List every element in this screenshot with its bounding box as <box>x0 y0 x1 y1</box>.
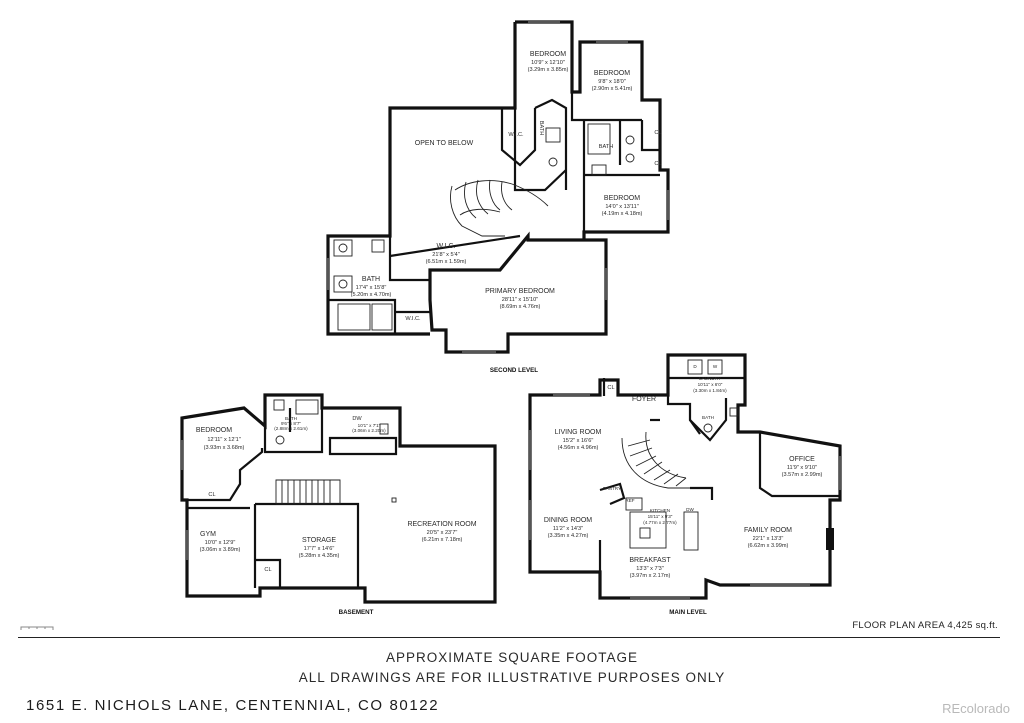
footer-divider <box>18 637 1000 638</box>
living-room-ft: 15'2" x 16'6" <box>563 438 594 444</box>
primary-wic-name: W.I.C. <box>436 243 455 250</box>
primary-bath-ft: 17'4" x 15'8" <box>356 285 387 291</box>
main-level-plan <box>528 353 842 600</box>
primary-bedroom-m: (8.69m x 4.76m) <box>500 304 541 310</box>
second-bedroom-1-ft: 10'9" x 12'10" <box>531 60 565 66</box>
basement-storage-m: (5.28m x 4.35m) <box>299 553 340 559</box>
second-closet-label-1: CL <box>654 130 661 136</box>
basement-gym-name: GYM <box>200 531 216 538</box>
source-watermark: REcolorado <box>942 701 1010 716</box>
second-bedroom-3-name: BEDROOM <box>604 195 640 202</box>
property-address: 1651 E. NICHOLS LANE, CENTENNIAL, CO 801… <box>26 697 440 714</box>
office-m: (3.57m x 2.99m) <box>782 472 823 478</box>
breakfast-name: BREAKFAST <box>629 557 671 564</box>
pantry-label: PANTRY <box>603 486 621 491</box>
disclaimer-block: APPROXIMATE SQUARE FOOTAGE ALL DRAWINGS … <box>0 648 1024 688</box>
second-level-plan <box>326 20 670 354</box>
primary-small-wic-label: W.I.C. <box>405 316 421 322</box>
primary-bedroom-name: PRIMARY BEDROOM <box>485 288 555 295</box>
second-hall-bath-label: BATH <box>538 121 544 136</box>
living-room-m: (4.56m x 4.96m) <box>558 445 599 451</box>
dining-room-ft: 11'2" x 14'3" <box>553 526 583 532</box>
basement-gym-ft: 10'0" x 12'9" <box>205 540 236 546</box>
second-wic-label: W.I.C. <box>508 132 524 138</box>
second-bedroom-2-ft: 9'8" x 18'0" <box>598 79 626 85</box>
breakfast-ft: 13'3" x 7'3" <box>636 566 664 572</box>
basement-plan <box>180 393 497 604</box>
basement-bath-m: (2.88m x 2.61m) <box>274 426 308 431</box>
approx-square-footage: APPROXIMATE SQUARE FOOTAGE <box>385 650 639 665</box>
second-bedroom-2-m: (2.90m x 5.41m) <box>592 86 633 92</box>
basement-storage-name: STORAGE <box>302 537 336 544</box>
second-level-title: SECOND LEVEL <box>490 367 538 374</box>
office-ft: 11'9" x 9'10" <box>787 465 817 471</box>
family-room-ft: 22'1" x 13'3" <box>753 536 784 542</box>
floor-plan-drawing: BEDROOM 10'9" x 12'10" (3.29m x 3.85m) B… <box>180 20 842 616</box>
recreation-room-m: (6.21m x 7.18m) <box>422 537 463 543</box>
basement-bedroom-name: BEDROOM <box>196 427 232 434</box>
basement-bedroom-ft: 12'11" x 12'1" <box>207 437 240 443</box>
scale-bar-icon <box>20 626 54 630</box>
kitchen-m: (4.77m x 2.77m) <box>643 520 677 525</box>
kitchen-name: KITCHEN <box>650 508 670 513</box>
primary-bath-name: BATH <box>362 276 380 283</box>
second-bedroom-1-m: (3.29m x 3.85m) <box>528 67 569 73</box>
kitchen-ft: 15'11" x 9'3" <box>648 514 673 519</box>
second-bedroom-1-name: BEDROOM <box>530 51 566 58</box>
living-room-name: LIVING ROOM <box>555 429 602 436</box>
basement-dw-label: DW <box>352 416 362 422</box>
primary-wic-m: (6.51m x 1.59m) <box>426 259 467 265</box>
basement-title: BASEMENT <box>339 609 374 616</box>
breakfast-m: (3.97m x 2.17m) <box>630 573 671 579</box>
primary-wic-ft: 21'8" x 5'4" <box>432 252 460 258</box>
second-bedroom-2-name: BEDROOM <box>594 70 630 77</box>
family-room-m: (6.62m x 3.99m) <box>748 543 789 549</box>
open-to-below-label: OPEN TO BELOW <box>415 140 474 147</box>
primary-bedroom-ft: 28'11" x 15'10" <box>502 297 539 303</box>
main-ref-label: REF <box>625 498 634 503</box>
basement-bar-ft: 10'1" x 7'1" <box>358 423 381 428</box>
second-bedroom-3-ft: 14'0" x 13'11" <box>605 204 638 210</box>
basement-bar-m: (3.06m x 2.20m) <box>352 428 386 433</box>
second-jack-bath-label: BATH <box>599 144 614 150</box>
main-half-bath-label: BATH <box>702 415 714 420</box>
main-dw-label: DW <box>686 507 694 512</box>
laundry-m: (3.30m x 1.84m) <box>693 388 727 393</box>
main-closet-label: CL <box>607 385 614 391</box>
second-closet-label-2: CL <box>654 161 661 167</box>
recreation-room-ft: 20'5" x 23'7" <box>427 530 458 536</box>
basement-gym-m: (3.06m x 3.89m) <box>200 547 241 553</box>
primary-bath-m: (5.20m x 4.70m) <box>351 292 392 298</box>
basement-bath-name: BATH <box>285 416 297 421</box>
floor-plan-area: FLOOR PLAN AREA 4,425 sq.ft. <box>852 620 998 631</box>
laundry-washer-label: W <box>713 364 718 369</box>
main-level-title: MAIN LEVEL <box>669 609 707 616</box>
basement-closet-label-1: CL <box>208 492 215 498</box>
laundry-ft: 10'11" x 6'0" <box>698 382 723 387</box>
second-bedroom-3-m: (4.19m x 4.18m) <box>602 211 643 217</box>
dining-room-m: (3.35m x 4.27m) <box>548 533 589 539</box>
laundry-name: LAUNDRY <box>699 376 721 381</box>
family-room-name: FAMILY ROOM <box>744 527 792 534</box>
basement-closet-label-2: CL <box>264 567 271 573</box>
dining-room-name: DINING ROOM <box>544 517 592 524</box>
illustrative-purposes-note: ALL DRAWINGS ARE FOR ILLUSTRATIVE PURPOS… <box>298 670 726 685</box>
basement-bath-ft: 9'6" x 8'7" <box>281 421 301 426</box>
office-name: OFFICE <box>789 456 815 463</box>
foyer-label: FOYER <box>632 396 656 403</box>
laundry-dryer-label: D <box>693 364 697 369</box>
basement-bedroom-m: (3.93m x 3.68m) <box>204 445 245 451</box>
basement-storage-ft: 17'7" x 14'6" <box>304 546 335 552</box>
recreation-room-name: RECREATION ROOM <box>407 521 476 528</box>
